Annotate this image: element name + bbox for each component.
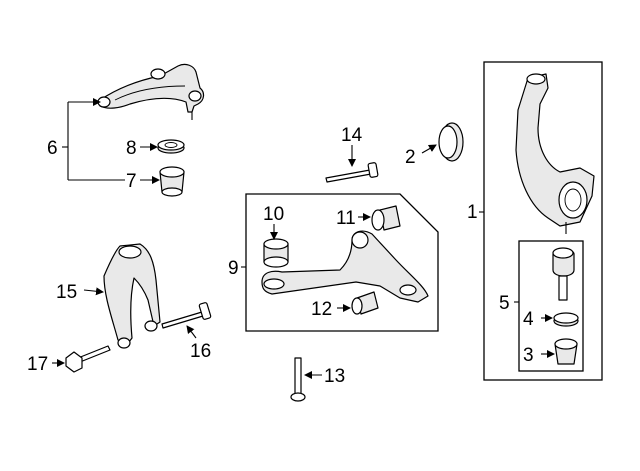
- steering-knuckle: [515, 73, 595, 234]
- bolt-14: [325, 145, 379, 183]
- callout-12: 12: [311, 299, 332, 320]
- callout-11: 11: [336, 208, 356, 229]
- snap-ring-4: [553, 312, 579, 327]
- callout-10: 10: [263, 204, 284, 225]
- callout-15: 15: [56, 282, 77, 303]
- callout-4: 4: [523, 309, 534, 330]
- bracket-6: [62, 98, 125, 181]
- callout-14: 14: [341, 125, 363, 146]
- dust-seal-2: [421, 122, 464, 162]
- ball-joint: [552, 247, 575, 301]
- upper-control-arm: [97, 63, 205, 120]
- bolt-13: [290, 357, 322, 402]
- callout-17: 17: [27, 354, 48, 375]
- callout-1: 1: [467, 202, 478, 223]
- bushing-10: [263, 238, 289, 268]
- bushing-11: [371, 205, 401, 231]
- box-1: [483, 61, 603, 381]
- callout-5: 5: [499, 293, 510, 314]
- box-9: [245, 193, 439, 332]
- boot-3: [554, 338, 578, 365]
- callout-6: 6: [47, 138, 58, 159]
- callout-13: 13: [324, 366, 345, 387]
- damper-fork: [103, 243, 161, 349]
- bolt-17: [52, 345, 111, 373]
- callout-8: 8: [126, 138, 137, 159]
- box-5: [518, 240, 584, 372]
- callout-7: 7: [126, 171, 137, 192]
- upper-arm-bushing-7: [159, 166, 185, 197]
- upper-arm-bushing-8: [157, 139, 185, 154]
- leader-15: [83, 287, 104, 296]
- lower-control-arm: [261, 230, 429, 303]
- callout-3: 3: [523, 345, 534, 366]
- bolt-16: [161, 302, 212, 339]
- callout-16: 16: [190, 341, 211, 362]
- callout-9: 9: [228, 258, 239, 279]
- bushing-12: [351, 291, 379, 315]
- callout-2: 2: [405, 147, 416, 168]
